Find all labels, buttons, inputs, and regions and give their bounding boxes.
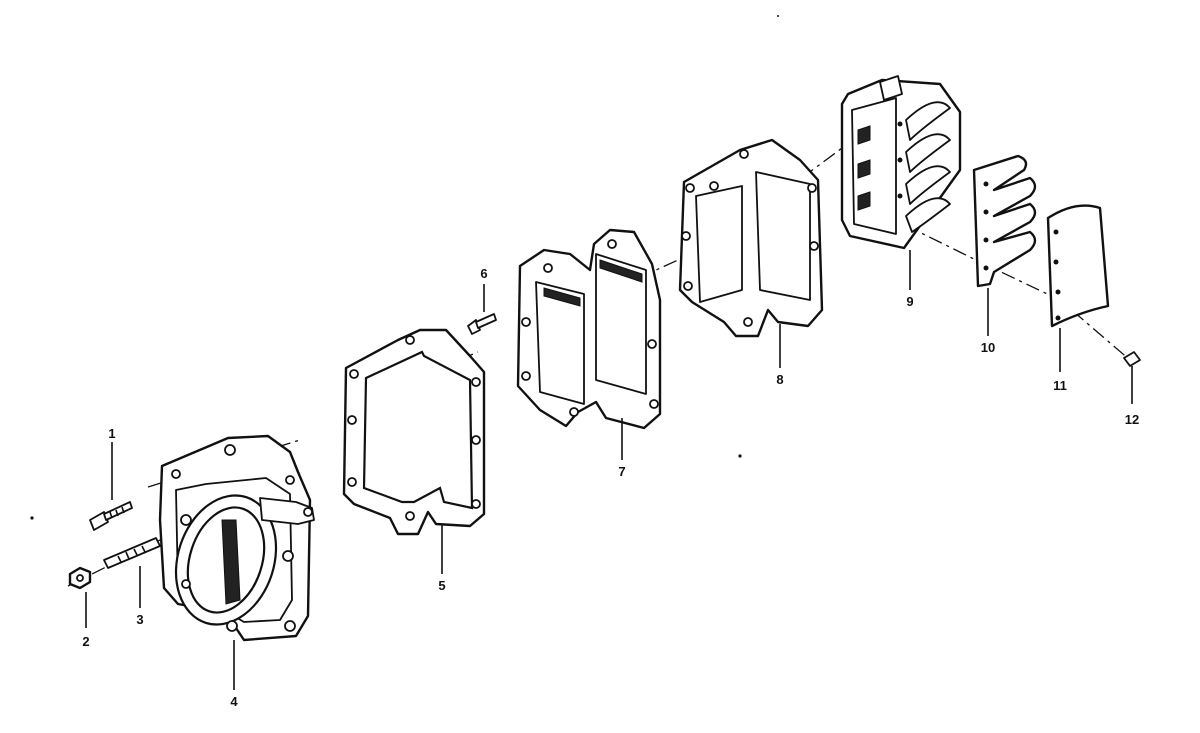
callout-8: 8 xyxy=(776,372,783,387)
callout-7: 7 xyxy=(618,464,625,479)
part-10-reed-petals xyxy=(972,154,1037,288)
part-2-nut xyxy=(68,566,92,590)
part-3-stud xyxy=(103,537,161,569)
part-11-reed-stop xyxy=(1046,204,1110,328)
print-dot xyxy=(777,15,779,17)
callout-6: 6 xyxy=(480,266,487,281)
callout-10: 10 xyxy=(981,340,995,355)
part-1-screw xyxy=(89,501,133,531)
part-8-gasket xyxy=(678,138,824,338)
callout-12: 12 xyxy=(1125,412,1139,427)
print-dot xyxy=(30,516,34,520)
part-12-screw xyxy=(1123,351,1141,367)
part-9-reed-block xyxy=(840,75,962,250)
callout-9: 9 xyxy=(906,294,913,309)
callout-labels: 1 2 3 4 5 6 7 8 9 10 11 12 xyxy=(82,266,1139,709)
callout-3: 3 xyxy=(136,612,143,627)
callout-5: 5 xyxy=(438,578,445,593)
leader-lines xyxy=(85,250,1133,690)
callout-4: 4 xyxy=(230,694,238,709)
part-6-screw xyxy=(467,313,497,335)
print-dot xyxy=(738,454,742,458)
callout-2: 2 xyxy=(82,634,89,649)
part-5-gasket xyxy=(342,328,486,536)
part-7-reed-plate xyxy=(516,228,662,430)
callout-11: 11 xyxy=(1053,378,1067,393)
part-4-adapter-housing xyxy=(158,434,315,642)
reed-center-line xyxy=(904,224,1131,361)
callout-1: 1 xyxy=(108,426,115,441)
